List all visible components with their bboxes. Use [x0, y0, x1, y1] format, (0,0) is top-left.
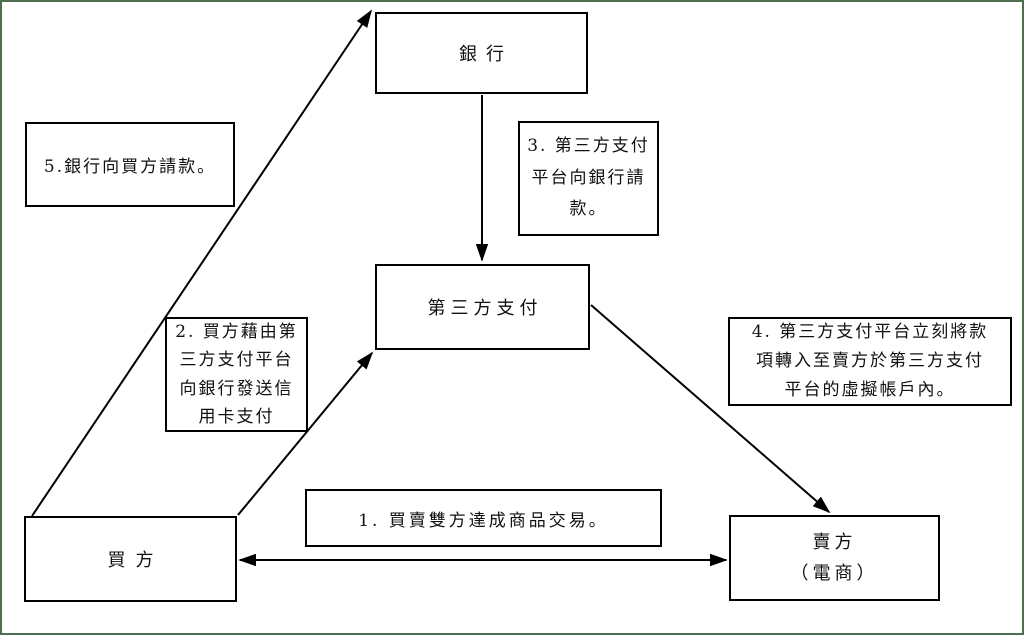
node-buyer: 買方 — [24, 516, 237, 602]
edge-buyer-to-bank — [31, 9, 373, 517]
node-bank: 銀行 — [375, 12, 588, 94]
step-5-bank-bills-buyer: 5.銀行向買方請款。 — [25, 122, 235, 207]
node-bank-label: 銀行 — [459, 44, 513, 65]
step-2-buyer-sends-credit-card-payment: 2. 買方藉由第 三方支付平台 向銀行發送信 用卡支付 — [165, 317, 308, 432]
node-third-party-label: 第三方支付 — [427, 298, 543, 319]
node-third-party-payment: 第三方支付 — [375, 264, 590, 350]
step-1-trade-agreement: 1. 買賣雙方達成商品交易。 — [305, 489, 662, 547]
step-2-text: 2. 買方藉由第 三方支付平台 向銀行發送信 用卡支付 — [175, 322, 298, 427]
step-5-text: 5.銀行向買方請款。 — [43, 157, 217, 177]
step-4-platform-transfers-to-seller: 4. 第三方支付平台立刻將款 項轉入至賣方於第三方支付 平台的虛擬帳戶內。 — [728, 317, 1012, 406]
node-buyer-label: 買方 — [107, 550, 164, 571]
step-1-text: 1. 買賣雙方達成商品交易。 — [358, 510, 609, 531]
step-3-text: 3. 第三方支付 平台向銀行請 款。 — [527, 136, 650, 220]
step-4-text: 4. 第三方支付平台立刻將款 項轉入至賣方於第三方支付 平台的虛擬帳戶內。 — [751, 322, 989, 400]
step-3-platform-bills-bank: 3. 第三方支付 平台向銀行請 款。 — [518, 121, 659, 236]
node-seller-label: 賣方 （電商） — [790, 531, 879, 585]
node-seller-ecommerce: 賣方 （電商） — [729, 515, 940, 601]
